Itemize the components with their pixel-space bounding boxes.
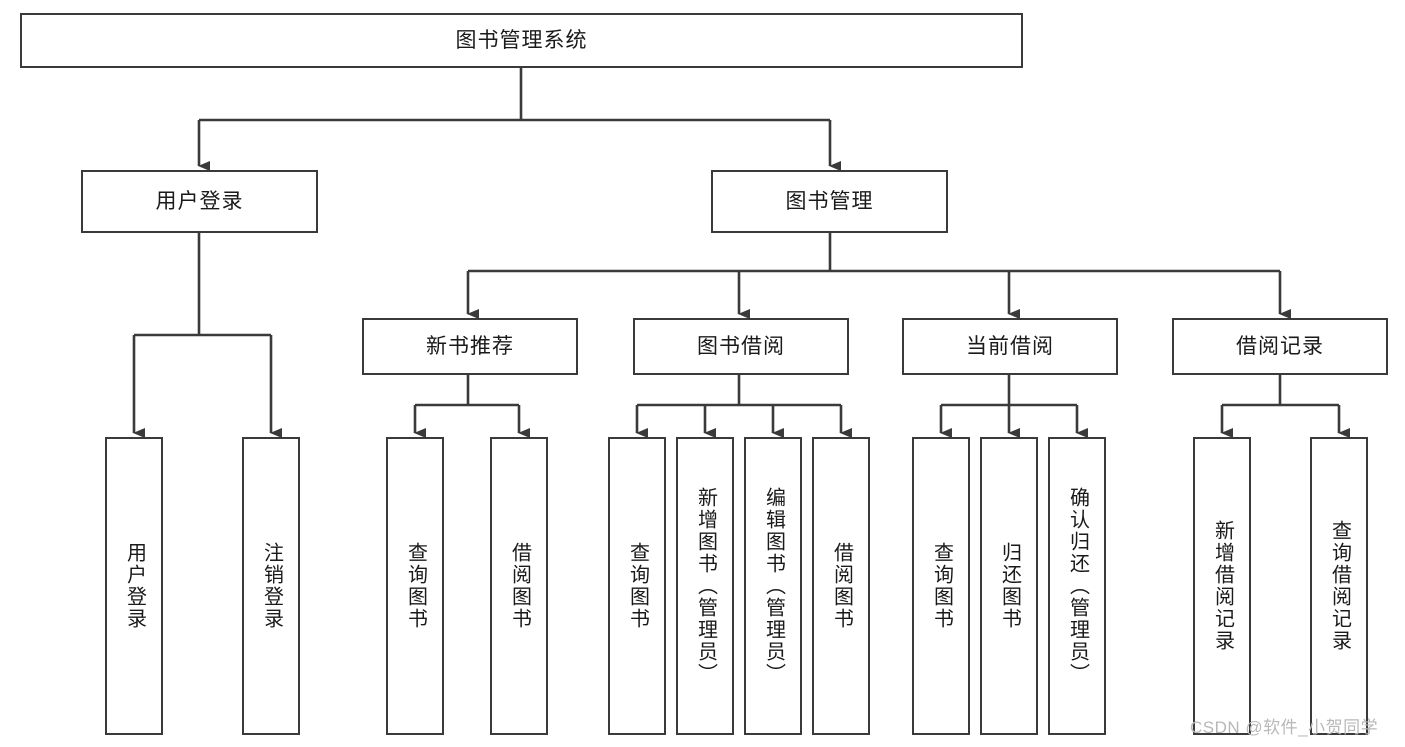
node-root-system-label: 图书管理系统 [455, 28, 588, 52]
leaf-user-login-signout[interactable]: 注销登录 [242, 437, 300, 735]
leaf-current-return-book-label: 归还图书 [998, 542, 1021, 630]
leaf-current-query-book[interactable]: 查询图书 [912, 437, 970, 735]
leaf-borrow-borrow-book[interactable]: 借阅图书 [812, 437, 870, 735]
leaf-current-query-book-label: 查询图书 [930, 542, 953, 630]
node-book-borrow-label: 图书借阅 [697, 334, 785, 358]
leaf-current-confirm-return-label: 确认归还（管理员） [1066, 487, 1089, 685]
leaf-record-query[interactable]: 查询借阅记录 [1310, 437, 1368, 735]
node-book-borrow[interactable]: 图书借阅 [633, 318, 849, 375]
leaf-borrow-add-book-label: 新增图书（管理员） [694, 487, 717, 685]
leaf-new-book-query[interactable]: 查询图书 [386, 437, 444, 735]
leaf-borrow-edit-book-label: 编辑图书（管理员） [762, 487, 785, 685]
leaf-new-book-query-label: 查询图书 [404, 542, 427, 630]
node-current-borrow-label: 当前借阅 [966, 334, 1054, 358]
node-current-borrow[interactable]: 当前借阅 [902, 318, 1118, 375]
leaf-record-add[interactable]: 新增借阅记录 [1193, 437, 1251, 735]
leaf-record-add-label: 新增借阅记录 [1211, 520, 1234, 652]
leaf-borrow-query-book[interactable]: 查询图书 [608, 437, 666, 735]
leaf-user-login-signin-label: 用户登录 [123, 542, 146, 630]
node-new-book-recommend-label: 新书推荐 [426, 334, 514, 358]
node-borrow-record[interactable]: 借阅记录 [1172, 318, 1388, 375]
node-book-management-label: 图书管理 [785, 189, 874, 213]
leaf-current-confirm-return[interactable]: 确认归还（管理员） [1048, 437, 1106, 735]
leaf-user-login-signout-label: 注销登录 [260, 542, 283, 630]
leaf-borrow-add-book[interactable]: 新增图书（管理员） [676, 437, 734, 735]
node-book-management[interactable]: 图书管理 [711, 170, 948, 233]
node-root-system[interactable]: 图书管理系统 [20, 13, 1023, 68]
watermark: CSDN @软件_小贺同学 [1190, 718, 1379, 737]
leaf-new-book-borrow-label: 借阅图书 [508, 542, 531, 630]
leaf-user-login-signin[interactable]: 用户登录 [105, 437, 163, 735]
node-borrow-record-label: 借阅记录 [1236, 334, 1324, 358]
leaf-record-query-label: 查询借阅记录 [1328, 520, 1351, 652]
leaf-new-book-borrow[interactable]: 借阅图书 [490, 437, 548, 735]
leaf-borrow-borrow-book-label: 借阅图书 [830, 542, 853, 630]
leaf-borrow-edit-book[interactable]: 编辑图书（管理员） [744, 437, 802, 735]
node-user-login[interactable]: 用户登录 [81, 170, 318, 233]
leaf-borrow-query-book-label: 查询图书 [626, 542, 649, 630]
leaf-current-return-book[interactable]: 归还图书 [980, 437, 1038, 735]
node-new-book-recommend[interactable]: 新书推荐 [362, 318, 578, 375]
node-user-login-label: 用户登录 [155, 189, 244, 213]
